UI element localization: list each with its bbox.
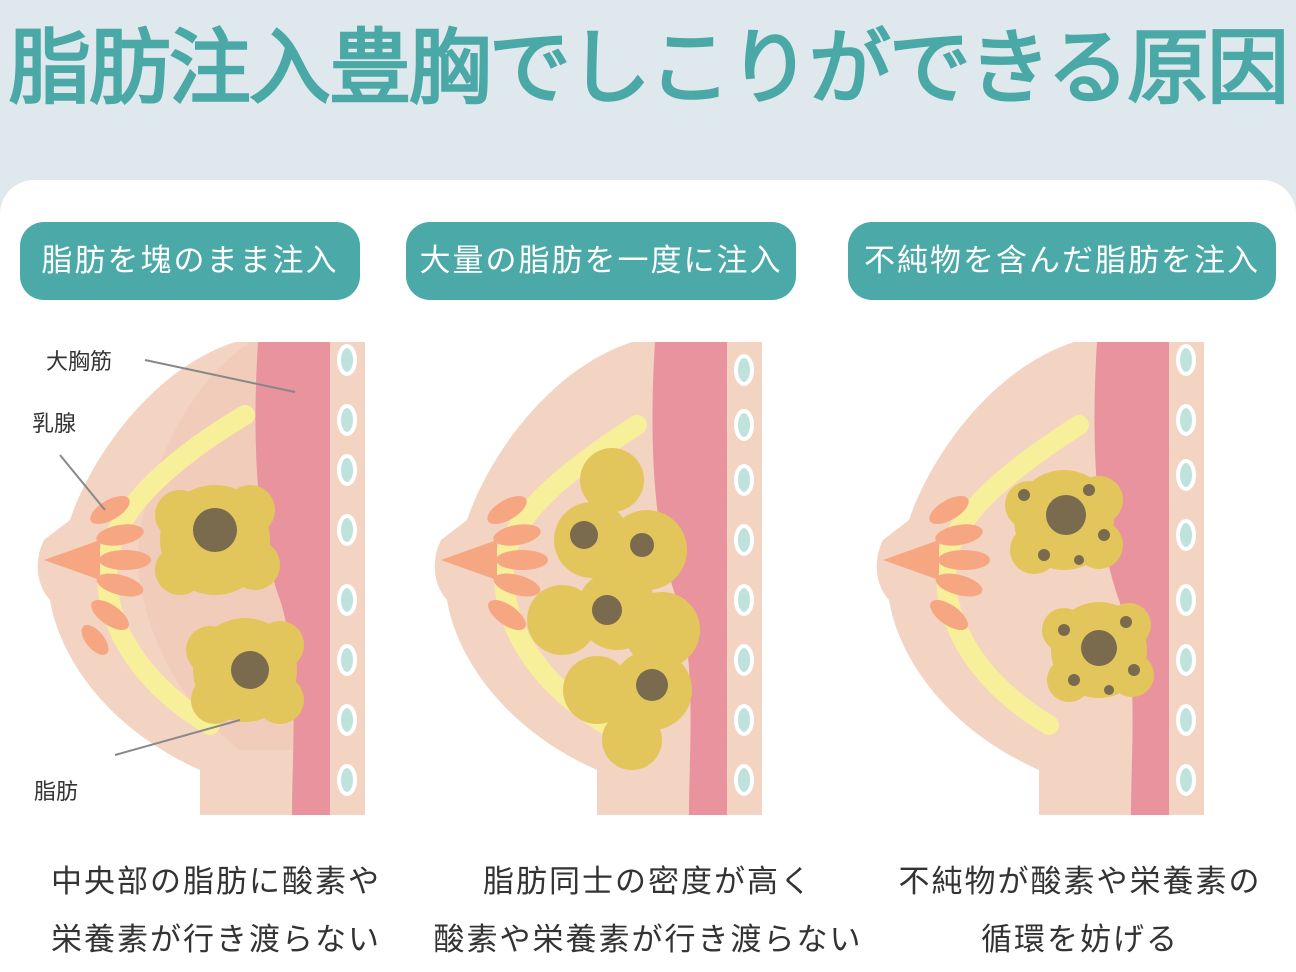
caption-line-1: 中央部の脂肪に酸素や [51,864,381,900]
label-mammary-gland: 乳腺 [32,412,77,437]
panel-lump-injection: 脂肪を塊のまま注入 [0,180,432,972]
necrosis-spots [570,521,668,701]
fat-lump-lower [186,618,304,724]
fat-leader-line [114,719,241,756]
caption-line-2: 循環を妨げる [981,922,1179,958]
pectoralis-muscle [652,342,732,815]
ribs [734,354,754,796]
caption-line-2: 酸素や栄養素が行き渡らない [433,922,863,958]
page-title: 脂肪注入豊胸でしこりができる原因 [8,20,1289,116]
breast-diagram [434,342,762,815]
gland-leader-line [59,454,106,511]
panel-heading: 脂肪を塊のまま注入 [20,222,360,300]
pectoralis-leader-line [144,359,296,393]
fat-lump-lower [1042,602,1154,702]
caption-line-1: 不純物が酸素や栄養素の [898,864,1262,900]
panel-heading: 大量の脂肪を一度に注入 [406,222,796,300]
fat-lump-upper [155,485,280,595]
breast-diagram [876,342,1204,815]
content-card: 脂肪を塊のまま注入 [0,180,1296,972]
label-fat: 脂肪 [34,780,79,805]
label-pectoralis: 大胸筋 [46,350,113,375]
fat-lump-upper [1005,470,1123,574]
caption-line-2: 栄養素が行き渡らない [51,922,381,958]
caption-line-1: 脂肪同士の密度が高く [483,864,813,900]
panel-mass-injection: 大量の脂肪を一度に注入 [406,180,864,972]
breast-diagram [37,342,365,815]
mammary-gland-lobes [44,496,151,655]
ribs [1176,344,1196,796]
panel-impurity-injection: 不純物を含んだ脂肪を注入 [848,180,1296,972]
panel-heading: 不純物を含んだ脂肪を注入 [848,222,1276,300]
pectoralis-muscle [1094,342,1174,815]
ribs [337,344,357,796]
pectoralis-muscle [255,342,335,815]
mammary-gland-lobes [441,496,548,631]
mammary-gland-lobes [883,496,990,631]
